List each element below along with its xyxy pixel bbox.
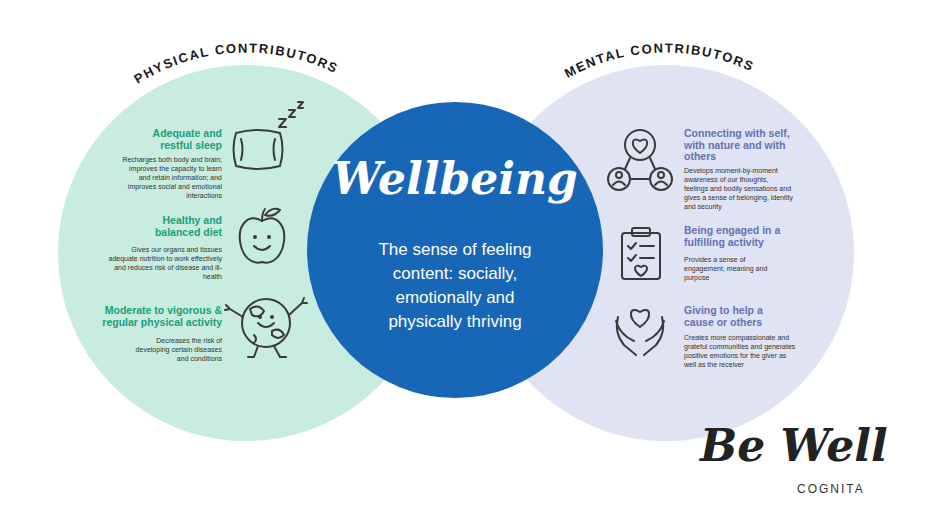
item-body: Gives our organs and tissues adequate nu…: [107, 245, 222, 281]
wellbeing-circle: WellbeingThe sense of feeling content: s…: [307, 102, 603, 398]
item-body: Recharges both body and brain; improves …: [120, 155, 222, 200]
item-heading: Adequate and restful sleep: [142, 128, 222, 151]
item-heading: Moderate to vigorous & regular physical …: [94, 305, 222, 328]
svg-text:MENTAL CONTRIBUTORS: MENTAL CONTRIBUTORS: [562, 40, 757, 80]
item-heading: Connecting with self, with nature and wi…: [684, 128, 794, 163]
item-body: Creates more compassionate and grateful …: [684, 333, 796, 369]
center-subtitle: The sense of feeling content: socially, …: [357, 238, 553, 334]
section-heading: PHYSICAL CONTRIBUTORS: [131, 40, 341, 86]
center-title: Wellbeing: [315, 154, 595, 204]
svg-text:PHYSICAL CONTRIBUTORS: PHYSICAL CONTRIBUTORS: [131, 40, 341, 86]
item-body: Decreases the risk of developing certain…: [130, 336, 222, 363]
item-body: Provides a sense of engagement, meaning …: [684, 255, 776, 282]
brand-logo: Be Well: [700, 420, 888, 471]
item-heading: Being engaged in a fulfilling activity: [684, 225, 794, 248]
item-heading: Giving to help a cause or others: [684, 305, 788, 328]
brand-name: COGNITA: [797, 482, 865, 496]
section-heading: MENTAL CONTRIBUTORS: [562, 40, 757, 80]
item-heading: Healthy and balanced diet: [142, 215, 222, 238]
item-body: Develops moment-by-moment awareness of o…: [684, 166, 794, 211]
